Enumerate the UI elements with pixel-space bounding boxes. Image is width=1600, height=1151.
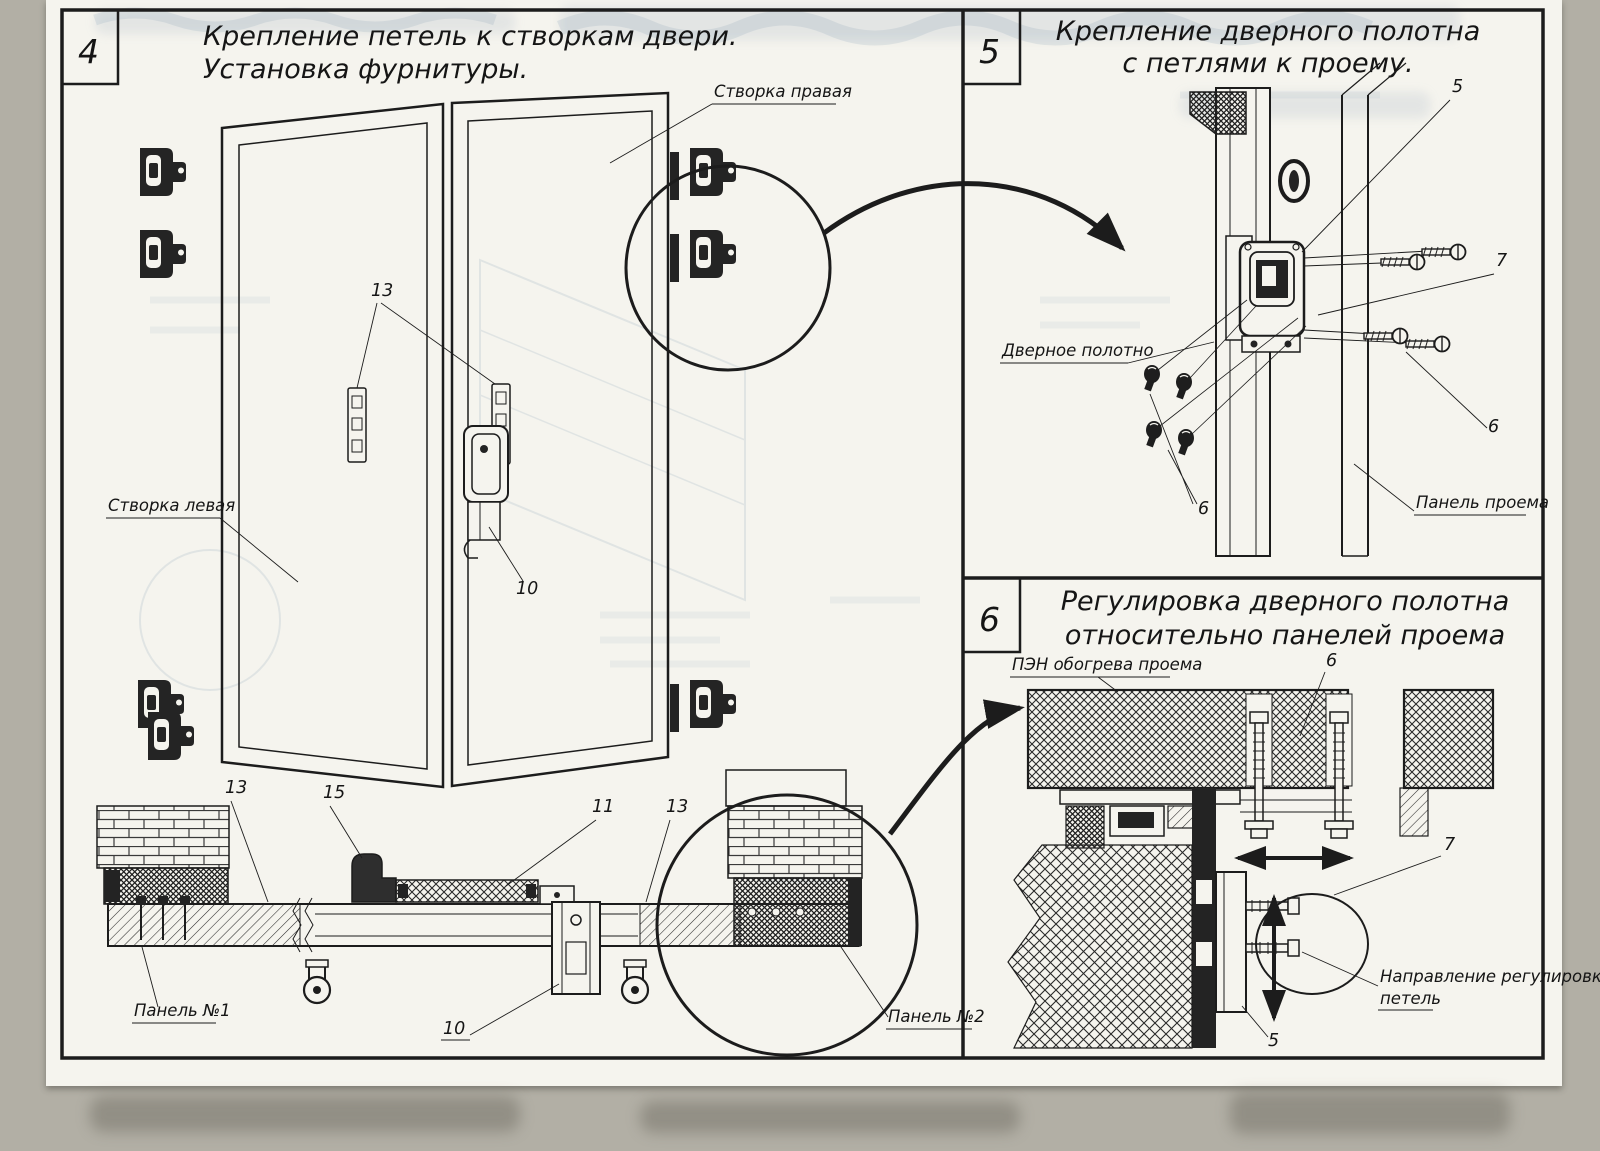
detail-circle-section: [655, 793, 919, 1057]
callout-15-bracket: 15: [323, 783, 345, 803]
loose-hinges: [138, 148, 194, 760]
bolt-icon: [1175, 372, 1193, 401]
panel-6-title-line2: относительно панелей проема: [1065, 620, 1505, 651]
panel-4-title-line2: Установка фурнитуры.: [203, 54, 528, 85]
bracket-part-15: [351, 853, 397, 903]
panel-6: 6 Регулировка дверного полотна относител…: [979, 586, 1600, 1051]
horizontal-section-view: [96, 769, 919, 1057]
label-panel-no1: Панель №1: [134, 1001, 231, 1020]
lock-section-part-10: [551, 901, 601, 995]
hinge-plate-side-view: [1215, 871, 1300, 1013]
label-heater: ПЭН обогрева проема: [1012, 655, 1202, 674]
label-left-leaf: Створка левая: [108, 496, 235, 515]
bolt-icon: [1145, 420, 1163, 449]
bolt-icon: [1143, 364, 1161, 393]
panel-5-title-line1: Крепление дверного полотна: [1056, 16, 1481, 47]
left-door-leaf-inner-frame: [238, 122, 428, 770]
callout-5-hinge: 5: [1452, 77, 1463, 97]
arrow-to-panel-5: [822, 181, 1126, 252]
label-direction-line2: петель: [1380, 989, 1441, 1008]
bar-part-11: [395, 879, 539, 903]
panel-4: 4 Крепление петель к створкам двери. Уст…: [78, 21, 985, 1057]
panel-4-number: 4: [78, 32, 99, 71]
band-fasteners: [136, 896, 190, 940]
break-marks: [292, 897, 314, 953]
panel-5-number: 5: [979, 32, 1000, 71]
callout-13-section-right: 13: [666, 797, 688, 817]
opening-panel-block-right: [1402, 688, 1495, 790]
label-direction-line1: Направление регулировки: [1380, 967, 1600, 986]
hinge-icon: [140, 230, 186, 278]
left-door-leaf: [220, 102, 445, 789]
door-handle-knob: [1278, 159, 1310, 203]
mounted-hinges: [670, 148, 736, 732]
panel-4-title-line1: Крепление петель к створкам двери.: [203, 21, 738, 52]
opening-panel-beam: [1026, 688, 1350, 790]
callout-6-screws-lower: 6: [1488, 417, 1499, 437]
label-right-leaf: Створка правая: [714, 82, 852, 101]
callout-5-hinge: 5: [1268, 1031, 1279, 1051]
caster-wheel: [302, 958, 332, 1005]
screw-icon: [1380, 253, 1426, 271]
hinge-icon: [148, 712, 194, 760]
callout-6-bolt: 6: [1326, 651, 1337, 671]
label-panel-no2: Панель №2: [888, 1007, 985, 1026]
bleed-through-linework: [93, 7, 1380, 884]
brick-wall-left: [96, 805, 230, 869]
label-door-leaf: Дверное полотно: [1001, 341, 1154, 360]
callout-11-bar: 11: [592, 797, 614, 817]
callout-7-screws-upper: 7: [1496, 251, 1507, 271]
lock-mechanism: [463, 425, 509, 559]
callout-13-hinge-plates: 13: [371, 281, 393, 301]
caster-wheel: [620, 958, 650, 1005]
label-opening-panel: Панель проема: [1416, 493, 1549, 512]
screw-icon: [1421, 243, 1467, 261]
callout-13-section-left: 13: [225, 778, 247, 798]
hinge-plates-and-lock: [347, 383, 511, 559]
screw-icon: [1405, 335, 1451, 353]
opening-wall-section: [1007, 844, 1193, 1049]
bleed-through-artifact: [95, 10, 515, 34]
detail-reference-arrows: [822, 181, 1126, 836]
callout-10-section-lock: 10: [443, 1019, 465, 1039]
right-door-leaf: [450, 91, 670, 788]
right-door-leaf-inner-frame: [467, 110, 653, 766]
door-leaves-front-view: [220, 91, 670, 789]
brick-wall-right: [727, 805, 863, 879]
hinge-icon: [690, 230, 736, 278]
adjustment-bolt-left: [1244, 711, 1274, 839]
frame-corner-section: [1189, 91, 1247, 135]
scan-smudge: [90, 1096, 520, 1132]
callout-6-bolts: 6: [1198, 499, 1209, 519]
panel-5: 5 Крепление дверного полотна с петлями к…: [979, 16, 1549, 557]
scan-smudge: [640, 1101, 1020, 1133]
scan-smudge: [1230, 1092, 1510, 1134]
bolt-icon: [1177, 428, 1195, 457]
arrow-to-panel-6: [888, 699, 1025, 836]
callout-7-hinge-pin: 7: [1444, 835, 1455, 855]
detail-circle-hinges: [624, 164, 832, 372]
panel-6-title-line1: Регулировка дверного полотна: [1061, 586, 1510, 617]
hinge-pin-circle: [1255, 893, 1369, 995]
panel-6-number: 6: [979, 600, 1000, 639]
callout-10-lock: 10: [516, 579, 538, 599]
adjustment-bolt-right: [1324, 711, 1354, 839]
opening-panel-edge: [1341, 62, 1407, 557]
panel-5-title-line2: с петлями к проему.: [1122, 48, 1413, 79]
hinge-assembly-detail: [1225, 235, 1306, 353]
hinge-mount-band: [1192, 788, 1216, 1048]
hinge-icon: [690, 680, 736, 728]
hinge-icon: [140, 148, 186, 196]
drawing-frame: [60, 8, 1545, 1060]
